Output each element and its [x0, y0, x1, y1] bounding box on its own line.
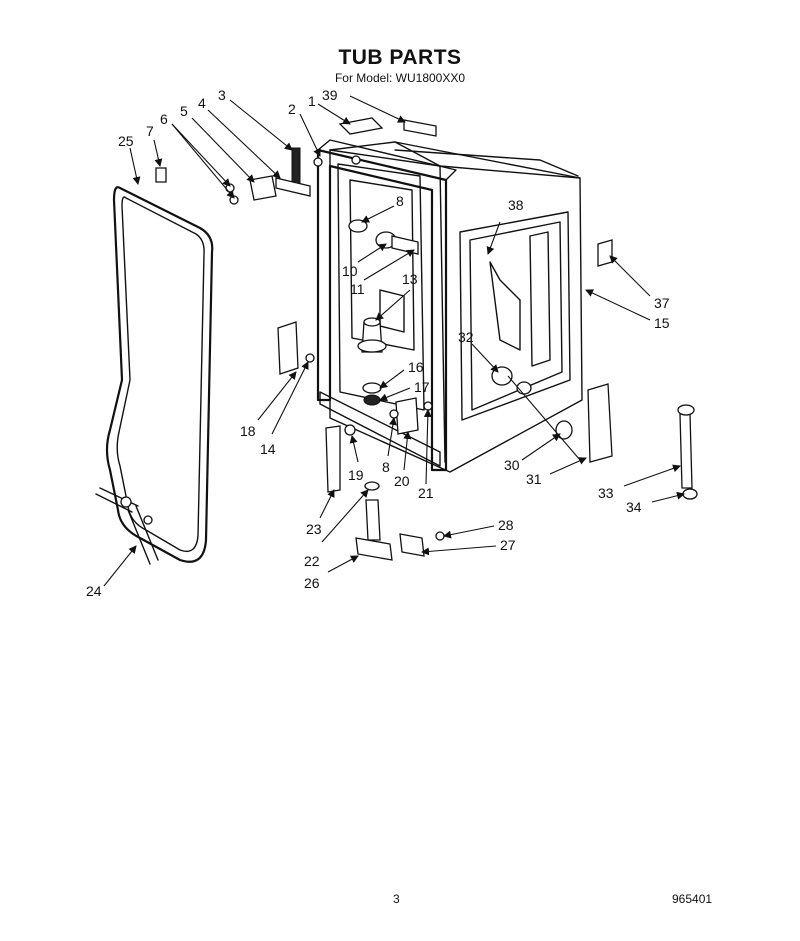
callout-23: 23	[306, 521, 322, 537]
page-title: TUB PARTS	[338, 46, 462, 69]
callout-8-top: 8	[396, 193, 404, 209]
callout-5: 5	[180, 103, 188, 119]
callout-2: 2	[288, 101, 296, 117]
callout-31: 31	[526, 471, 542, 487]
top-brackets	[155, 117, 437, 205]
callout-38: 38	[508, 197, 524, 213]
callout-21: 21	[418, 485, 434, 501]
hinge-parts	[277, 321, 445, 561]
callout-26: 26	[304, 575, 320, 591]
callout-27: 27	[500, 537, 516, 553]
callout-8-bottom: 8	[382, 459, 390, 475]
callout-34: 34	[626, 499, 642, 515]
callout-17: 17	[414, 379, 430, 395]
callout-30: 30	[504, 457, 520, 473]
lower-hub	[362, 382, 433, 435]
callout-6: 6	[160, 111, 168, 127]
tub-body	[329, 141, 583, 473]
callout-25: 25	[118, 133, 134, 149]
callout-37: 37	[654, 295, 670, 311]
document-code: 965401	[672, 892, 713, 906]
callout-13: 13	[402, 271, 418, 287]
callout-33: 33	[598, 485, 614, 501]
callout-18: 18	[240, 423, 256, 439]
page-number: 3	[393, 892, 400, 906]
callout-labels: 1 2 3 4 5 6 7 8 8 10 11 13 14 15 16 17 1…	[86, 87, 670, 599]
callout-4: 4	[198, 95, 206, 111]
callout-14: 14	[260, 441, 276, 457]
callout-39: 39	[322, 87, 338, 103]
callout-15: 15	[654, 315, 670, 331]
callout-1: 1	[308, 93, 316, 109]
callout-22: 22	[304, 553, 320, 569]
callout-7: 7	[146, 123, 154, 139]
callout-11: 11	[350, 281, 365, 297]
callout-20: 20	[394, 473, 410, 489]
callout-28: 28	[498, 517, 514, 533]
callout-24: 24	[86, 583, 102, 599]
callout-10: 10	[342, 263, 358, 279]
leader-lines	[103, 95, 685, 587]
callout-32: 32	[458, 329, 474, 345]
model-subtitle: For Model: WU1800XX0	[334, 71, 466, 85]
callout-16: 16	[408, 359, 424, 375]
callout-19: 19	[348, 467, 364, 483]
callout-3: 3	[218, 87, 226, 103]
door-gasket	[95, 186, 214, 565]
